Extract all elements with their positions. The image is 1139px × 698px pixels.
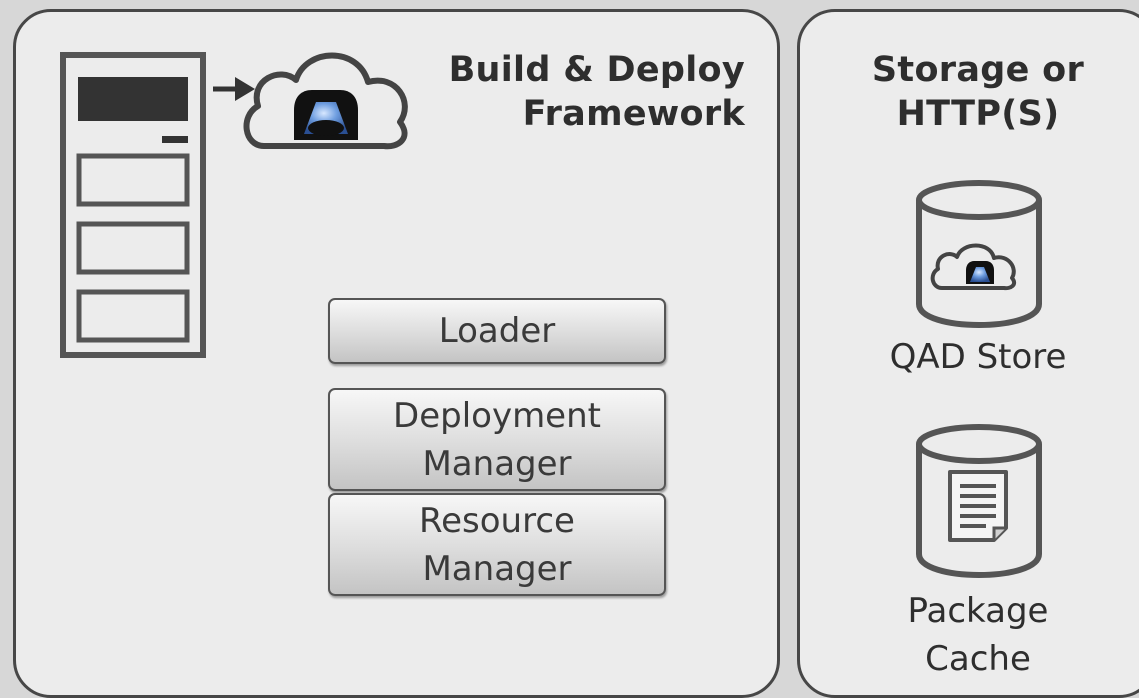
loader-box: Loader xyxy=(328,298,666,364)
cloud-app-icon xyxy=(243,52,408,150)
storage-panel: Storage or HTTP(S) QAD Store Package Cac… xyxy=(797,9,1139,698)
deployment-manager-box: Deployment Manager xyxy=(328,388,666,491)
database-cloud-icon xyxy=(916,180,1042,328)
qad-store-label: QAD Store xyxy=(889,337,1067,377)
package-cache-label: Package Cache xyxy=(907,591,1049,679)
framework-panel: Build & Deploy Framework Loader Deployme… xyxy=(13,9,780,698)
database-document-icon xyxy=(916,424,1042,578)
resource-manager-box: Resource Manager xyxy=(328,493,666,596)
server-rack-icon xyxy=(60,52,206,358)
arrow-right-icon xyxy=(213,77,255,101)
framework-title: Build & Deploy Framework xyxy=(448,50,745,134)
storage-title: Storage or HTTP(S) xyxy=(871,50,1085,134)
